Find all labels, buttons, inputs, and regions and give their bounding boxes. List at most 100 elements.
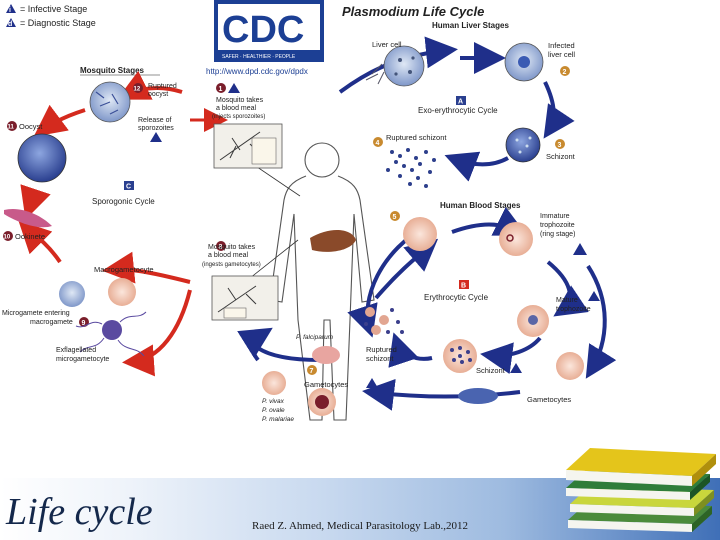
svg-text:11: 11 (8, 125, 15, 131)
ookinete-label: Ookinete (15, 232, 45, 241)
infective-badge-bite (228, 83, 240, 93)
arrow-mature-to-schizont (480, 336, 542, 375)
diagnostic-badge-mature (588, 291, 600, 301)
ookinete-icon (4, 208, 52, 228)
p-ovale-label: P. ovale (262, 407, 285, 414)
mature-troph-label-1: Mature (556, 297, 578, 304)
macrogametocyte-label: Macrogametocyte (94, 265, 154, 274)
svg-text:B: B (461, 283, 466, 290)
blood-schizont-label: Schizont (476, 366, 506, 375)
erythro-cycle-label: Erythrocytic Cycle (424, 293, 489, 302)
ruptured-blood-label-2: schizont (366, 354, 394, 363)
infective-badge-sporozoites (150, 132, 162, 142)
svg-text:7: 7 (310, 368, 314, 375)
red-blood-cell-icon (403, 217, 437, 251)
human-figure (269, 142, 375, 421)
p-vivax-label: P. vivax (262, 398, 285, 405)
step-badge-11 (7, 121, 17, 131)
infected-liver-label-2: liver cell (548, 50, 575, 59)
diagnostic-badge-ring (573, 243, 587, 255)
merozoites-icon (386, 148, 436, 188)
books-icon (566, 448, 716, 532)
cdc-logo-text: CDC (222, 9, 304, 51)
step-badge-3 (555, 139, 565, 149)
p-malariae-label: P. malariae (262, 416, 294, 423)
gametocytes-center-label: Gametocytes (304, 380, 348, 389)
life-cycle-diagram: i = Infective Stage d = Diagnostic Stage… (2, 0, 617, 423)
ruptured-blood-schizont-icon (364, 307, 404, 335)
mosquito-cycle: 12 Ruptured oocyst Release of sporozoite… (2, 70, 283, 377)
mosquito-bite2-label-2: a blood meal (208, 252, 249, 259)
step-badge-4 (373, 137, 383, 147)
legend-infective-label: = Infective Stage (20, 4, 87, 14)
svg-text:12: 12 (134, 87, 141, 93)
arrow-gametocytes-to-center (362, 378, 521, 411)
source-url: http://www.dpd.cdc.gov/dpdx (206, 67, 308, 76)
p-falciparum-label: P. falciparum (296, 334, 334, 341)
svg-text:A: A (458, 99, 463, 106)
liver-cycle: Liver cell Infected liver cell 2 3 Schiz… (338, 36, 576, 188)
cycle-c-badge (124, 181, 134, 190)
immature-troph-label-2: trophozoite (540, 222, 575, 229)
gametocytes-right-label: Gametocytes (527, 395, 571, 404)
ruptured-schizont-liver-label: Ruptured schizont (386, 133, 447, 142)
legend: i = Infective Stage d = Diagnostic Stage (6, 4, 96, 28)
macrogametocyte-icon (108, 278, 136, 306)
arrow-gametocytes-to-macro (102, 251, 191, 284)
mosquito-bite2-label-1: Mosquito takes (208, 244, 256, 251)
human-liver-icon (310, 229, 356, 252)
step-badge-7 (307, 365, 317, 375)
release-sporozoites-label-1: Release of (138, 117, 172, 124)
arrow-to-mosquito-gametocytes (237, 327, 273, 362)
svg-text:10: 10 (4, 235, 11, 241)
mosquito-bite1-label-1: Mosquito takes (216, 97, 264, 104)
microgamete-label-2: macrogamete (30, 319, 73, 326)
svg-text:5: 5 (393, 214, 397, 221)
blood-cycle: 5 Immature trophozoite (ring stage) Matu… (237, 206, 617, 423)
footer-credit: Raed Z. Ahmed, Medical Parasitology Lab.… (252, 520, 468, 532)
svg-text:3: 3 (558, 142, 562, 149)
legend-symbol-i: i (9, 7, 11, 14)
cdc-logo-tagline: SAFER · HEALTHIER · PEOPLE (222, 54, 296, 60)
step-badge-9 (79, 317, 89, 327)
step-badge-8 (216, 241, 226, 251)
mosquito-bite2-label-3: (ingests gametocytes) (202, 262, 261, 268)
mosquito-stages-label: Mosquito Stages (80, 66, 145, 75)
diagnostic-badge-gametocytes (366, 378, 378, 388)
figure-title: Plasmodium Life Cycle (342, 4, 484, 19)
step-badge-1 (216, 83, 226, 93)
arrow-oocyst-release (33, 104, 86, 137)
arrow-to-ookinete (18, 220, 62, 264)
diagnostic-badge-schizont (510, 363, 522, 373)
slide-title: Life cycle (6, 491, 153, 533)
infective-stage-icon (6, 4, 16, 13)
arrow-reinvasion (374, 238, 439, 300)
arrow-ring-to-mature (546, 260, 589, 317)
exflagellated-label-2: microgametocyte (56, 356, 109, 363)
sporo-cycle-label: Sporogonic Cycle (92, 197, 155, 206)
mosquito-bite1-label-2: a blood meal (216, 105, 257, 112)
step-badge-10 (3, 231, 13, 241)
gametocyte-right-icon-2 (458, 388, 498, 404)
diagnostic-stage-icon (6, 18, 16, 27)
infected-liver-label-1: Infected (548, 41, 575, 50)
gametocyte-right-icon-1 (556, 352, 584, 380)
exo-cycle-label: Exo-erythrocytic Cycle (418, 106, 498, 115)
step-badge-5 (390, 211, 400, 221)
exflagellated-label-1: Exflagellated (56, 347, 96, 354)
svg-text:2: 2 (563, 69, 567, 76)
cycle-a-badge (456, 96, 466, 105)
mosquito-bite1-label-3: (injects sporozoites) (212, 114, 265, 120)
svg-text:C: C (126, 184, 131, 191)
exflagellated-icon (75, 311, 147, 357)
arrow-infected-to-schizont (543, 81, 575, 139)
liver-schizont-icon (505, 127, 541, 163)
arrow-schizont-to-ruptured (444, 151, 509, 182)
liver-cell-label: Liver cell (372, 40, 402, 49)
ruptured-oocyst-label-2: oocyst (148, 91, 168, 98)
svg-text:8: 8 (219, 244, 223, 251)
arrow-schizont-to-ruptured (388, 332, 433, 368)
cdc-logo: CDC SAFER · HEALTHIER · PEOPLE (214, 0, 324, 62)
arrow-gametocytes-left (256, 346, 321, 362)
microgamete-label-1: Microgamete entering (2, 310, 70, 317)
